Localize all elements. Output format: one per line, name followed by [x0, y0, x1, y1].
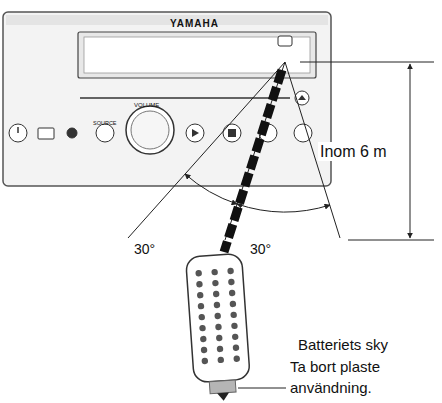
- leader-line: [238, 388, 286, 389]
- distance-label: Inom 6 m: [318, 142, 389, 161]
- distance-dimension: [300, 62, 434, 240]
- control-name: SOURCE: [93, 120, 117, 127]
- remote-control: [186, 253, 252, 403]
- brand-logo: YAMAHA: [170, 18, 219, 30]
- reception-cone: [128, 62, 340, 252]
- angle-label: 30°: [248, 241, 273, 258]
- angle-label: 30°: [132, 241, 157, 258]
- note-text: Ta bort plaste användning.: [290, 356, 402, 398]
- audio-unit: [3, 12, 331, 186]
- note-text: Batteriets sky: [298, 334, 388, 355]
- control-name: VOLUME: [134, 102, 159, 109]
